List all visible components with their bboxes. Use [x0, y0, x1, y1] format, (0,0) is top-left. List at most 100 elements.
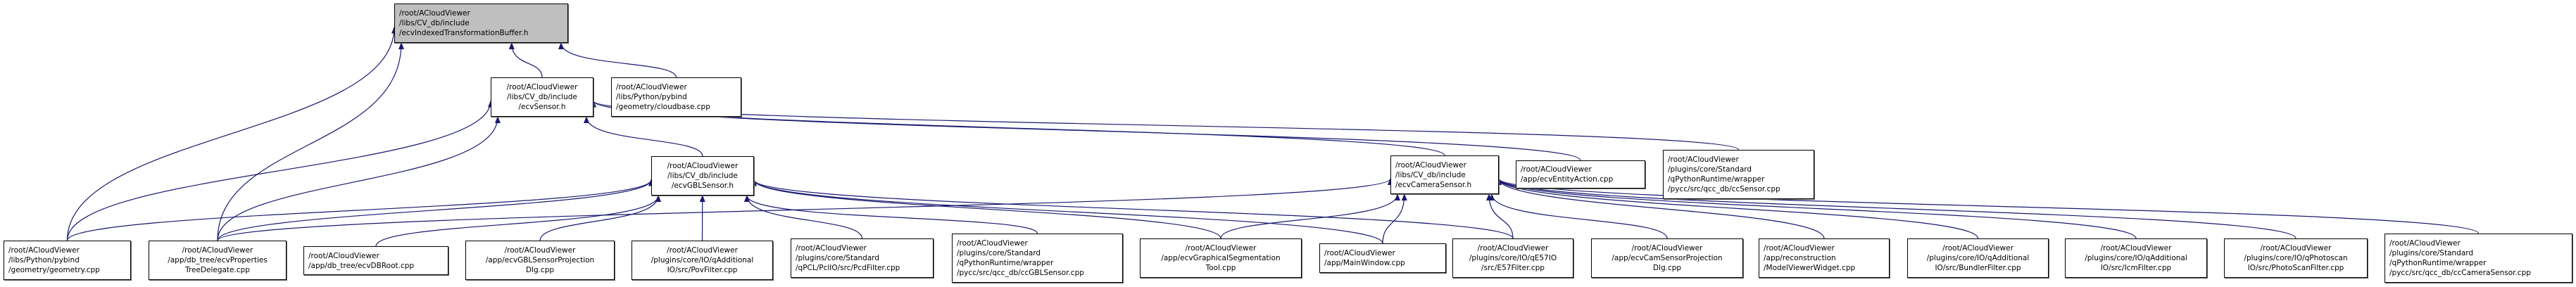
node-label-line: /root/ACloudViewer: [1631, 244, 1703, 253]
edge-graphseg-to-camera: [1220, 193, 1400, 239]
node-label-line: /app/db_tree/ecvDBRoot.cpp: [308, 261, 415, 270]
node-label-line: /pycc/src/qcc_db/ccGBLSensor.cpp: [957, 269, 1084, 277]
edge-e57-to-gbl: [751, 179, 1514, 239]
edge-mainwindow-to-camera: [1382, 193, 1407, 244]
edge-icm-to-camera: [1496, 178, 2137, 239]
node-dbroot[interactable]: /root/ACloudViewer/app/db_tree/ecvDBRoot…: [303, 246, 448, 275]
node-sensor[interactable]: /root/ACloudViewer/libs/CV_db/include/ec…: [491, 77, 593, 117]
node-label-line: /libs/CV_db/include: [667, 172, 738, 180]
node-label-line: /libs/CV_db/include: [507, 93, 577, 101]
edge-cloudbase-to-root: [558, 42, 677, 78]
edge-graphseg-to-gbl: [751, 179, 1221, 239]
node-photoscan[interactable]: /root/ACloudViewer/plugins/core/IO/qPhot…: [2224, 238, 2368, 278]
node-mainwindow[interactable]: /root/ACloudViewer/app/MainWindow.cpp: [1319, 243, 1446, 273]
edge-e57-to-camera: [1486, 193, 1514, 239]
node-bundler[interactable]: /root/ACloudViewer/plugins/core/IO/qAddi…: [1907, 238, 2049, 278]
node-proptree[interactable]: /root/ACloudViewer/app/db_tree/ecvProper…: [149, 241, 287, 280]
node-label-line: /root/ACloudViewer: [1942, 244, 2013, 253]
edge-gblproj-to-gbl: [539, 195, 661, 241]
node-label-line: /root/ACloudViewer: [2389, 239, 2461, 248]
node-label-line: /root/ACloudViewer: [1395, 160, 1466, 170]
node-entityaction[interactable]: /root/ACloudViewer/app/ecvEntityAction.c…: [1516, 160, 1645, 189]
node-label-line: /src/E57Filter.cpp: [1481, 264, 1545, 272]
node-label-line: /pycc/src/qcc_db/ccCameraSensor.cpp: [2389, 269, 2531, 277]
node-cccamera[interactable]: /root/ACloudViewer/plugins/core/Standard…: [2385, 234, 2572, 283]
node-label-line: /app/ecvEntityAction.cpp: [1521, 175, 1614, 184]
node-label-line: Dlg.cpp: [1652, 264, 1682, 272]
edge-photoscan-to-camera: [1496, 178, 2297, 239]
node-icm[interactable]: /root/ACloudViewer/plugins/core/IO/qAddi…: [2065, 238, 2207, 278]
node-label-line: IO/src/BundlerFilter.cpp: [1935, 264, 2021, 272]
node-label-line: TreeDelegate.cpp: [185, 266, 250, 274]
node-label-line: /root/ACloudViewer: [506, 83, 578, 91]
node-gblproj[interactable]: /root/ACloudViewer/app/ecvGBLSensorProje…: [465, 241, 615, 280]
node-label-line: /app/ecvCamSensorProjection: [1611, 254, 1723, 262]
node-e57[interactable]: /root/ACloudViewer/plugins/core/IO/qE57I…: [1452, 238, 1573, 278]
node-label-line: /root/ACloudViewer: [2100, 244, 2172, 253]
node-root: /root/ACloudViewer/libs/CV_db/include/ec…: [394, 4, 568, 43]
edge-proptree-to-camera: [217, 178, 1393, 241]
node-pcd[interactable]: /root/ACloudViewer/plugins/core/Standard…: [791, 238, 934, 278]
node-label-line: /app/ecvGraphicalSegmentation: [1161, 254, 1281, 262]
edge-entityaction-to-sensor: [591, 100, 1581, 161]
node-ccgbl[interactable]: /root/ACloudViewer/plugins/core/Standard…: [952, 234, 1123, 283]
node-label-line: Tool.cpp: [1205, 264, 1236, 272]
node-label-line: /qPythonRuntime/wrapper: [2389, 259, 2487, 267]
edge-cccamera-to-camera: [1496, 178, 2480, 234]
edge-gbl-to-sensor: [584, 116, 703, 157]
edge-mainwindow-to-gbl: [751, 179, 1383, 244]
node-pov[interactable]: /root/ACloudViewer/plugins/core/IO/qAddi…: [632, 241, 773, 280]
node-label-line: /ModelViewerWidget.cpp: [1764, 264, 1856, 272]
edge-proptree-to-gbl: [217, 179, 654, 241]
node-label-line: /pycc/src/qcc_db/ccSensor.cpp: [1668, 185, 1780, 193]
node-gbl[interactable]: /root/ACloudViewer/libs/CV_db/include/ec…: [651, 156, 754, 196]
node-label-line: /ecvIndexedTransformationBuffer.h: [399, 29, 529, 37]
node-label-line: /plugins/core/Standard: [957, 249, 1041, 257]
node-modelviewer[interactable]: /root/ACloudViewer/app/reconstruction/Mo…: [1759, 238, 1890, 278]
edge-geometry-to-root: [66, 26, 397, 241]
node-label-line: /root/ACloudViewer: [1521, 165, 1592, 174]
node-label-line: /libs/CV_db/include: [399, 19, 470, 27]
node-label-line: /ecvGBLSensor.h: [671, 181, 734, 190]
node-label-line: /libs/Python/pybind: [8, 256, 80, 264]
node-graphseg[interactable]: /root/ACloudViewer/app/ecvGraphicalSegme…: [1140, 238, 1302, 278]
node-label-line: /root/ACloudViewer: [8, 246, 80, 255]
node-label-line: /plugins/core/Standard: [1668, 165, 1752, 174]
node-label-line: /root/ACloudViewer: [667, 162, 739, 170]
edge-ccsensor-to-sensor: [591, 100, 1740, 151]
node-label-line: /plugins/core/Standard: [2389, 249, 2474, 257]
node-label-line: /root/ACloudViewer: [957, 239, 1028, 248]
node-label-line: /root/ACloudViewer: [1764, 244, 1835, 253]
node-cloudbase[interactable]: /root/ACloudViewer/libs/Python/pybind/ge…: [611, 77, 741, 117]
node-label-line: /plugins/core/Standard: [796, 254, 880, 262]
node-label-line: /qPythonRuntime/wrapper: [1668, 175, 1765, 184]
node-label-line: IO/src/PhotoScanFilter.cpp: [2247, 264, 2344, 272]
edge-ccgbl-to-gbl: [744, 195, 1038, 234]
edge-geometry-to-sensor: [66, 100, 494, 241]
node-label-line: /libs/CV_db/include: [1395, 170, 1466, 179]
node-label-line: /root/ACloudViewer: [1185, 244, 1257, 253]
node-label-line: /plugins/core/IO/qAdditional: [651, 256, 754, 264]
node-camera[interactable]: /root/ACloudViewer/libs/CV_db/include/ec…: [1390, 155, 1499, 194]
node-label-line: /root/ACloudViewer: [1668, 155, 1739, 164]
node-label-line: /plugins/core/IO/qAdditional: [2085, 254, 2187, 262]
node-camproj[interactable]: /root/ACloudViewer/app/ecvCamSensorProje…: [1591, 238, 1743, 278]
edge-sensor-to-root: [508, 42, 543, 78]
node-label-line: IO/src/PovFilter.cpp: [667, 266, 738, 274]
edge-geometry-to-gbl: [66, 179, 654, 241]
node-ccsensor[interactable]: /root/ACloudViewer/plugins/core/Standard…: [1663, 150, 1814, 199]
node-label-line: /plugins/core/IO/qE57IO: [1469, 254, 1557, 262]
node-label-line: /plugins/core/IO/qAdditional: [1926, 254, 2030, 262]
node-label-line: /qPythonRuntime/wrapper: [957, 259, 1054, 267]
edge-modelviewer-to-camera: [1496, 178, 1825, 239]
node-geometry[interactable]: /root/ACloudViewer/libs/Python/pybind/ge…: [4, 241, 131, 280]
node-label-line: /root/ACloudViewer: [1324, 249, 1395, 257]
node-label-line: /geometry/geometry.cpp: [8, 266, 100, 274]
node-label-line: /app/db_tree/ecvProperties: [168, 256, 268, 264]
edge-proptree-to-root: [217, 42, 404, 241]
node-label-line: /app/reconstruction: [1764, 254, 1836, 262]
node-label-line: /plugins/core/IO/qPhotoscan: [2244, 254, 2348, 262]
node-label-line: /ecvSensor.h: [518, 103, 566, 111]
node-label-line: /root/ACloudViewer: [1477, 244, 1549, 253]
